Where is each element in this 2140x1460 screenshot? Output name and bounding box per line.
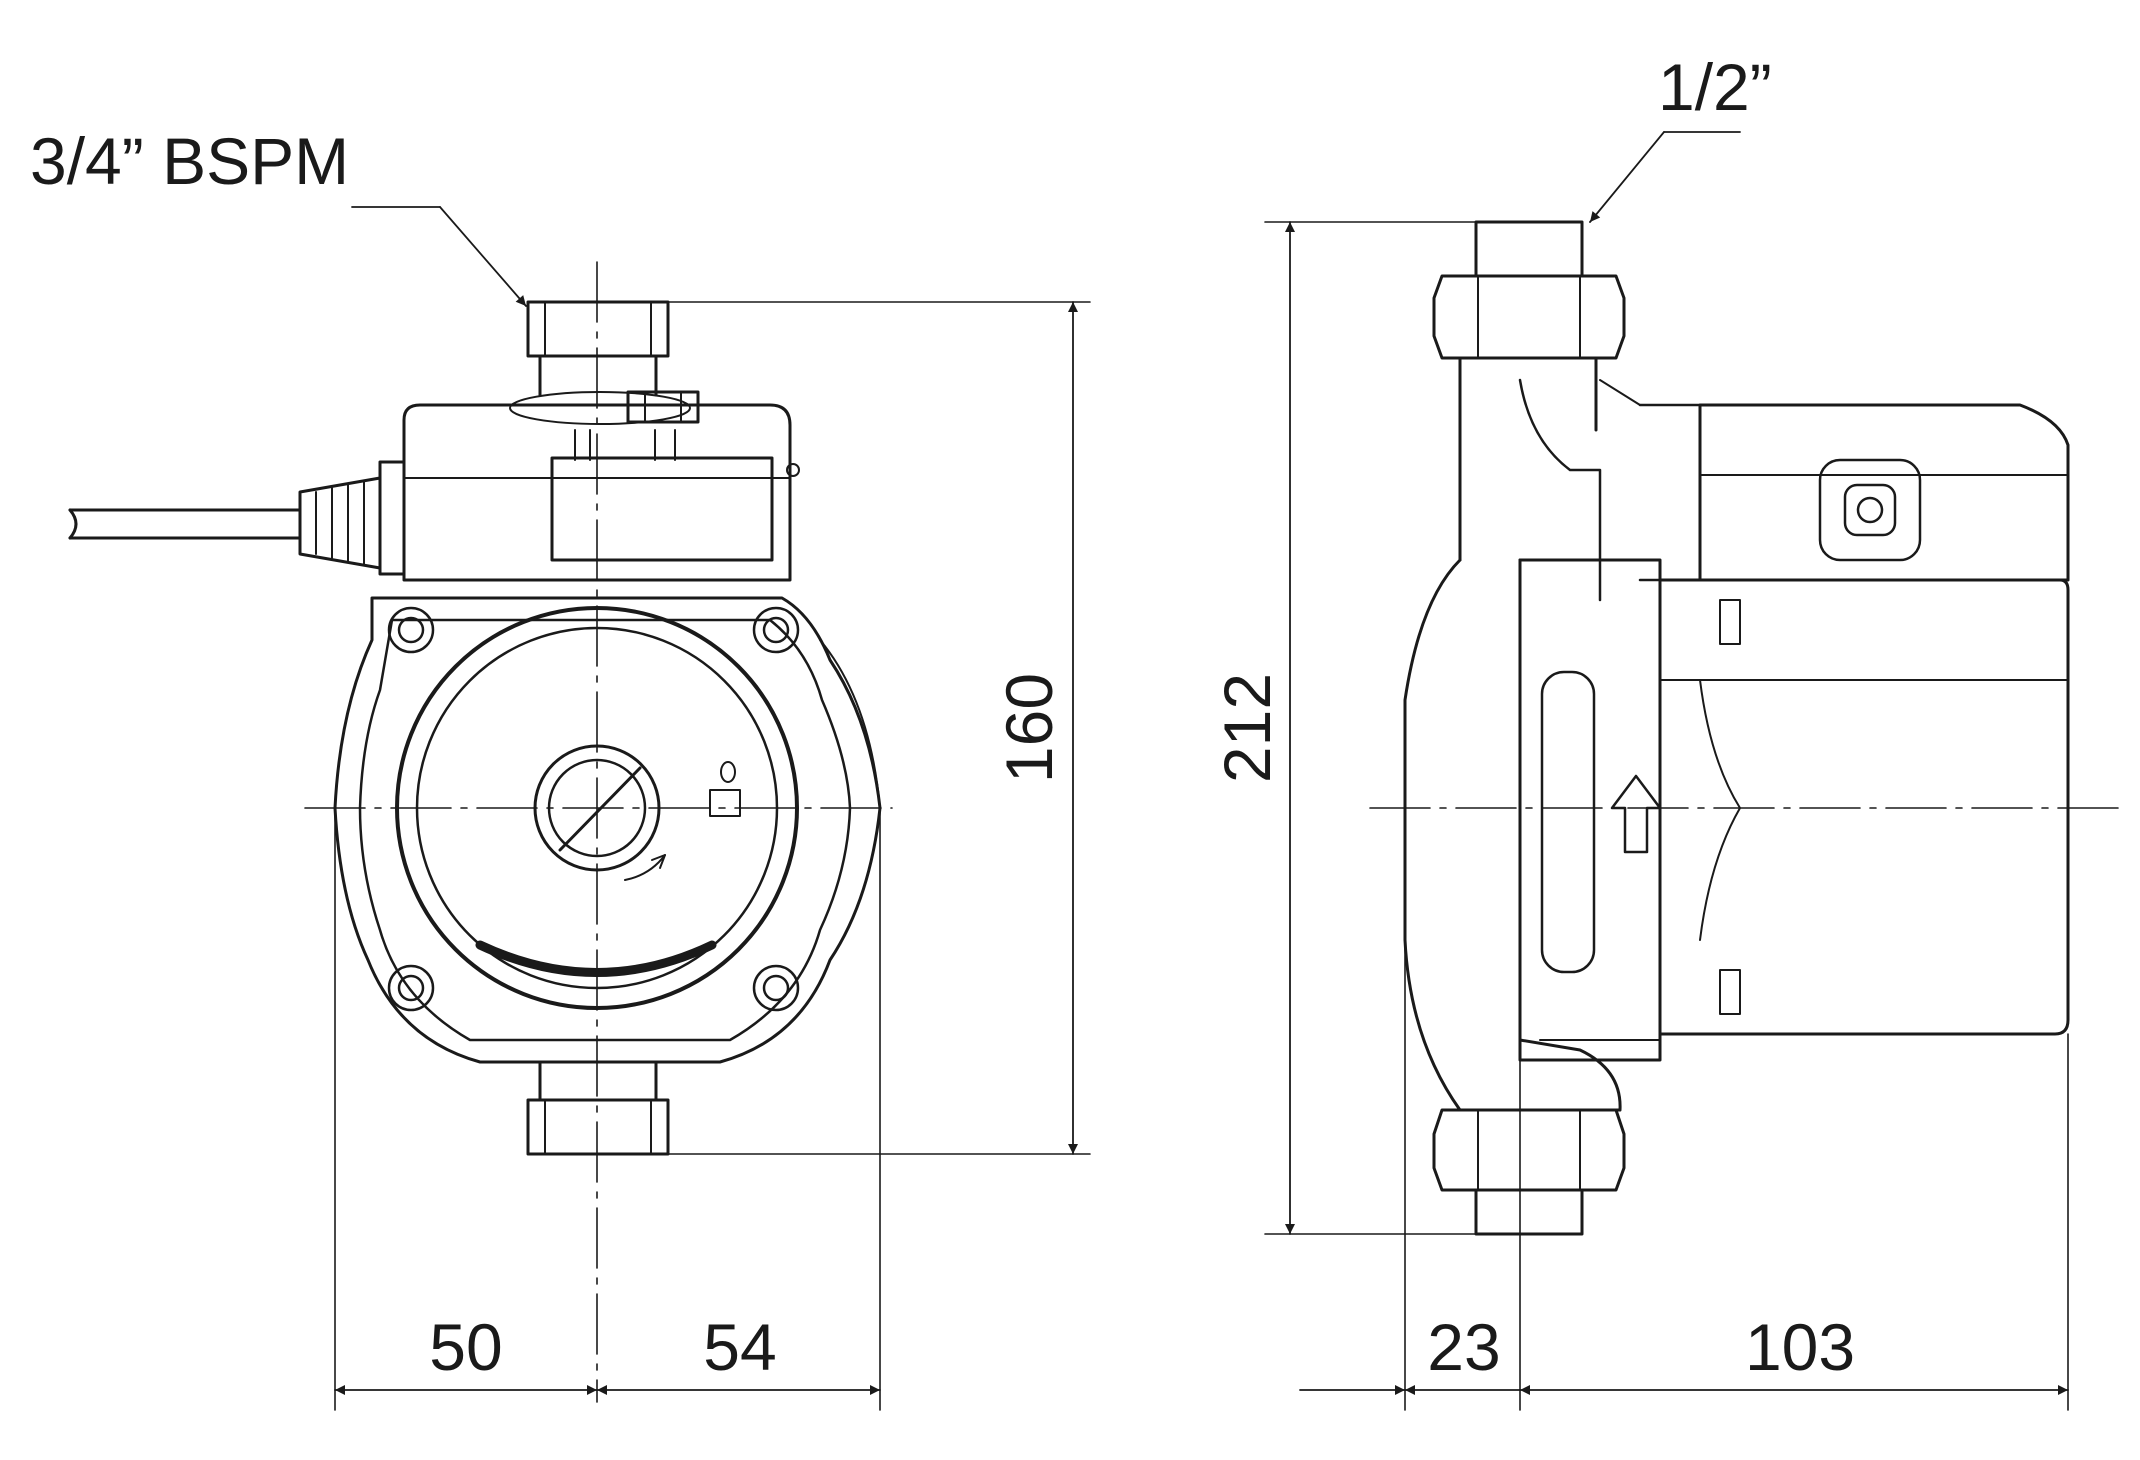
front-center-lines: [304, 261, 893, 1403]
cable-gland: [298, 460, 406, 576]
inlet-thread-label: 3/4” BSPM: [30, 124, 349, 198]
side-bottom-fitting: [1432, 1108, 1626, 1236]
side-terminal-box: [1599, 379, 2070, 582]
front-view: [68, 206, 1091, 1411]
front-extension-lines: [334, 301, 1091, 1411]
inlet-connection: [526, 300, 670, 397]
side-dimension-lines: [1285, 221, 2069, 1395]
front-dimension-lines: [334, 301, 1078, 1395]
side-view: [1264, 131, 2126, 1411]
inlet-leader: [351, 206, 527, 307]
power-cable: [68, 508, 302, 540]
dimension-depth-back: 103: [1745, 1310, 1855, 1384]
pump-face: [395, 606, 799, 1010]
outlet-connection: [526, 1060, 670, 1156]
side-pump-body: [1403, 378, 1622, 1112]
side-motor-body: [1658, 578, 2070, 1036]
mounting-bolts: [387, 606, 800, 1012]
dimension-width-right: 54: [703, 1310, 776, 1384]
side-flange: [1518, 558, 1662, 1062]
dimension-depth-front: 23: [1427, 1310, 1500, 1384]
outlet-thread-label: 1/2”: [1658, 50, 1772, 124]
dimension-width-left: 50: [429, 1310, 502, 1384]
terminal-box: [402, 390, 800, 582]
dimension-height-side: 212: [1210, 673, 1284, 783]
side-top-fitting: [1432, 220, 1626, 562]
flow-direction-arrow: [1610, 774, 1662, 854]
outlet-leader: [1589, 131, 1741, 223]
side-extension-lines: [1264, 221, 2069, 1411]
dimension-height-front: 160: [992, 673, 1066, 783]
